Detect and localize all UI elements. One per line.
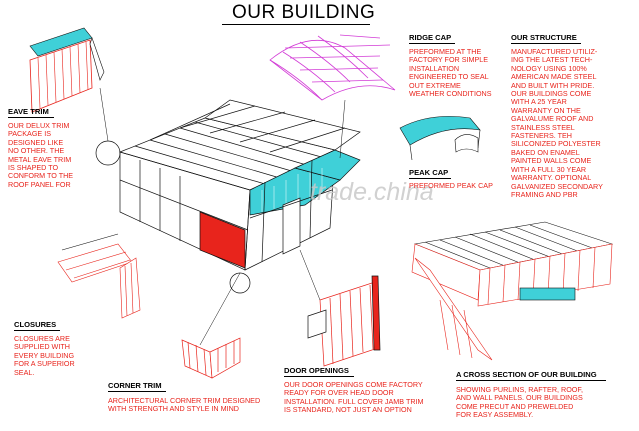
page-title: OUR BUILDING bbox=[232, 2, 376, 23]
closures-text: CLOSURES ARE SUPPLIED WITH EVERY BUILDIN… bbox=[14, 334, 75, 377]
cross-section-text: SHOWING PURLINS, RAFTER, ROOF, AND WALL … bbox=[456, 385, 583, 420]
door-openings-heading: DOOR OPENINGS bbox=[284, 366, 349, 375]
ridge-cap-heading: RIDGE CAP bbox=[409, 33, 452, 42]
peak-cap-detail bbox=[399, 116, 481, 161]
watermark-text: trade.china bbox=[310, 178, 434, 206]
eave-trim-detail bbox=[29, 27, 105, 113]
main-building bbox=[95, 99, 361, 294]
cross-section-underline bbox=[456, 380, 606, 381]
our-structure-heading: OUR STRUCTURE bbox=[511, 33, 577, 42]
corner-trim-text: ARCHITECTURAL CORNER TRIM DESIGNED WITH … bbox=[108, 396, 261, 414]
title-underline bbox=[222, 24, 370, 25]
corner-trim-heading: CORNER TRIM bbox=[108, 381, 162, 390]
eave-trim-text: OUR DELUX TRIM PACKAGE IS DESIGNED LIKE … bbox=[8, 121, 74, 189]
peak-cap-underline bbox=[409, 178, 451, 179]
closures-detail bbox=[57, 233, 141, 319]
door-openings-underline bbox=[284, 376, 354, 377]
door-openings-detail bbox=[307, 275, 381, 367]
cross-section-detail bbox=[411, 221, 614, 361]
our-structure-underline bbox=[511, 43, 581, 44]
peak-cap-text: PREFORMED PEAK CAP bbox=[409, 182, 493, 190]
closures-heading: CLOSURES bbox=[14, 320, 57, 329]
eave-trim-underline bbox=[8, 117, 54, 118]
ridge-cap-text: PREFORMED AT THE FACTORY FOR SIMPLE INST… bbox=[409, 47, 492, 99]
closures-underline bbox=[14, 330, 60, 331]
our-structure-text: MANUFACTURED UTILIZ- ING THE LATEST TECH… bbox=[511, 48, 603, 199]
peak-cap-heading: PEAK CAP bbox=[409, 168, 449, 177]
cross-section-heading: A CROSS SECTION OF OUR BUILDING bbox=[456, 370, 597, 379]
ridge-cap-detail bbox=[269, 34, 396, 101]
eave-trim-heading: EAVE TRIM bbox=[8, 107, 49, 116]
leader-lines bbox=[99, 87, 346, 346]
ridge-cap-underline bbox=[409, 43, 455, 44]
door-openings-text: OUR DOOR OPENINGS COME FACTORY READY FOR… bbox=[284, 380, 424, 415]
corner-trim-underline bbox=[108, 391, 166, 392]
corner-trim-detail bbox=[181, 337, 241, 379]
